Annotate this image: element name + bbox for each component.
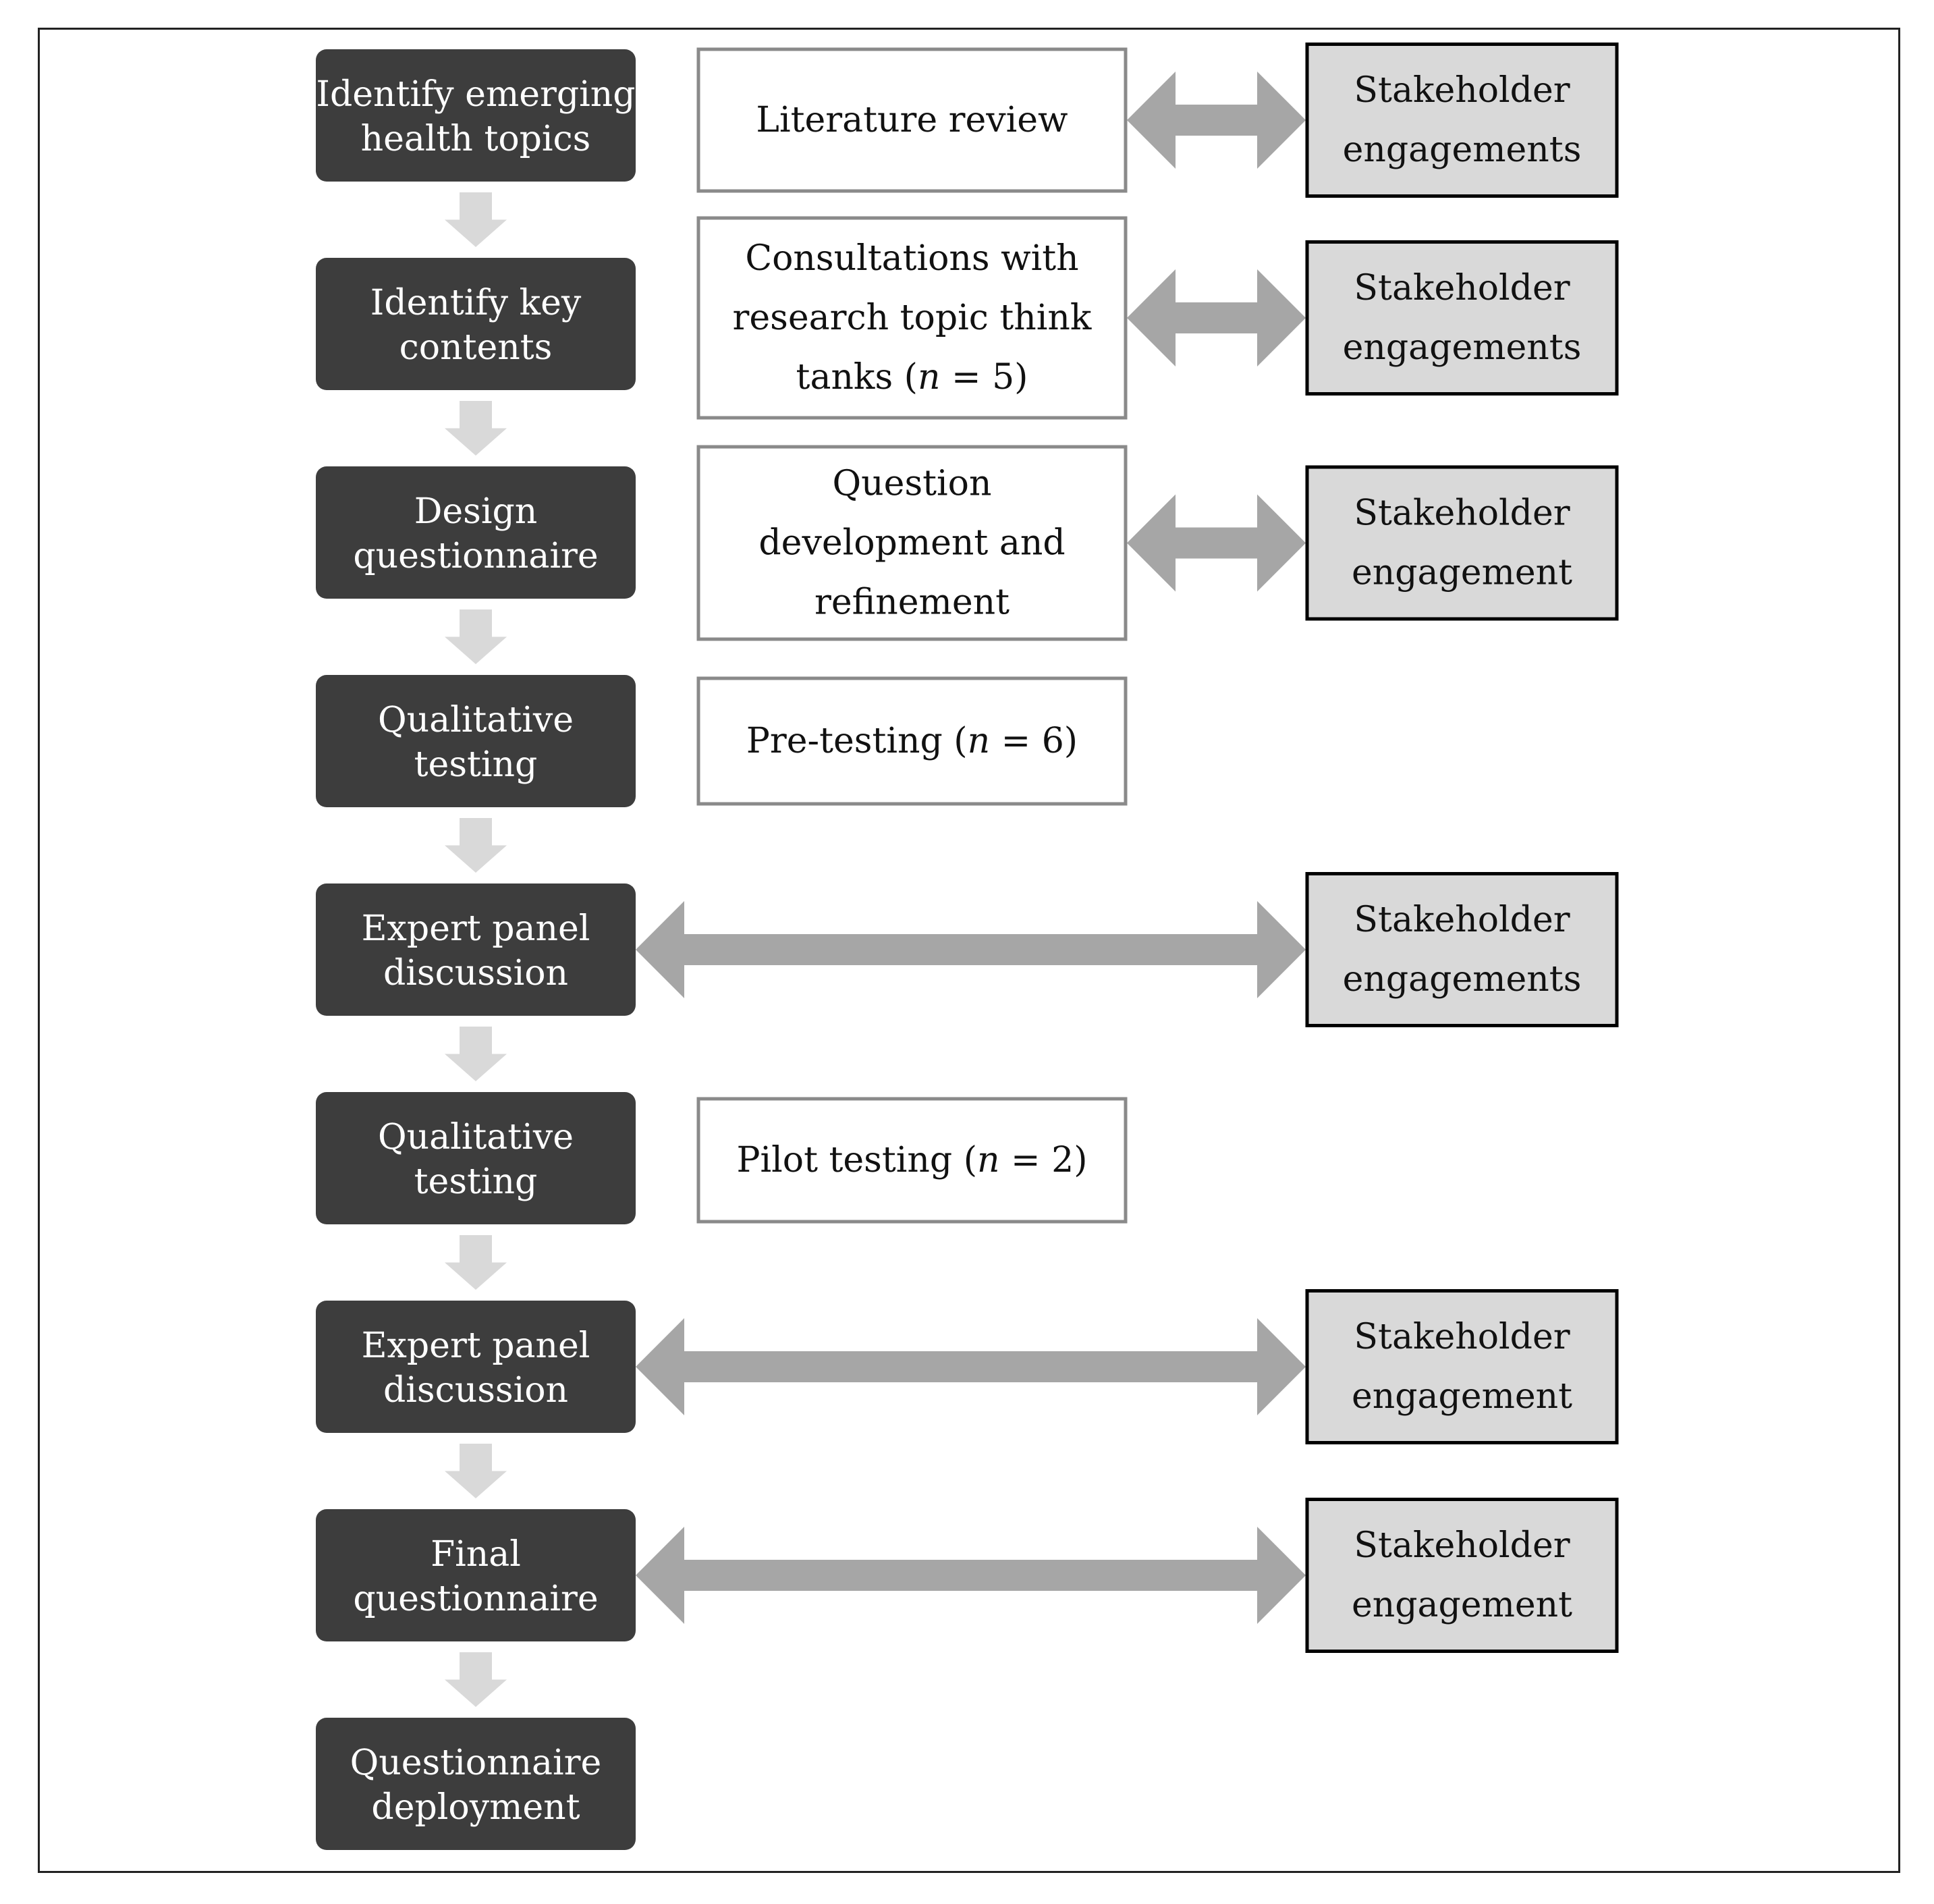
step-label: Identify emerging [316,74,635,115]
method-box: Literature review [696,47,1128,193]
method-box: Pre-testing (n = 6) [696,676,1128,806]
stakeholder-box: Stakeholder engagement [1305,465,1619,621]
stakeholder-label: engagement [1352,553,1572,593]
stakeholder-label: engagements [1343,327,1582,368]
stakeholder-label: Stakeholder [1354,1317,1570,1357]
method-label: Pilot testing (n = 2) [737,1140,1088,1180]
down-arrow [445,192,507,247]
step-box-shape [316,675,636,807]
method-label: Question [833,464,992,504]
step-label: testing [414,1162,538,1202]
step-box-shape [316,1301,636,1433]
method-label: refinement [814,582,1010,623]
down-arrow [445,1652,507,1707]
step-box-shape [316,258,636,390]
double-arrow [636,901,1306,998]
step-box-shape [316,1509,636,1641]
double-arrow [1127,494,1306,592]
step-box-shape [316,49,636,182]
step-label: Identify key [370,283,582,323]
step-label: Qualitative [378,700,574,740]
stakeholder-label: Stakeholder [1354,493,1570,534]
step-label: deployment [371,1787,580,1828]
step-label: Design [414,491,538,532]
method-label: research topic think [733,298,1092,338]
stakeholder-box-shape [1305,1289,1619,1444]
double-arrow [636,1318,1306,1415]
step-label: Questionnaire [350,1743,602,1783]
step-label: Qualitative [378,1117,574,1158]
method-box: Question development and refinement [696,445,1128,641]
stakeholder-box: Stakeholder engagement [1305,1498,1619,1653]
method-box-shape [696,676,1128,806]
double-arrow [1127,269,1306,366]
step-box-shape [316,1092,636,1224]
stakeholder-box: Stakeholder engagements [1305,43,1619,198]
step-box-shape [316,466,636,599]
method-box: Pilot testing (n = 2) [696,1097,1128,1224]
method-box-shape [696,1097,1128,1224]
stakeholder-box-shape [1305,465,1619,621]
method-label: tanks (n = 5) [796,357,1028,398]
stakeholder-label: engagement [1352,1376,1572,1417]
step-label: questionnaire [353,1579,598,1619]
double-arrow [1127,72,1306,169]
step-label: health topics [361,119,591,159]
stakeholder-label: Stakeholder [1354,1525,1570,1566]
step-label: Expert panel [362,908,590,949]
step-label: Expert panel [362,1326,590,1366]
down-arrow [445,609,507,664]
method-label: Literature review [756,100,1068,140]
stakeholder-box: Stakeholder engagements [1305,240,1619,396]
stakeholder-label: engagements [1343,130,1582,170]
method-label: development and [758,523,1065,564]
step-label: testing [414,744,538,785]
method-box-shape [696,445,1128,641]
method-box: Consultations with research topic think ta… [696,216,1128,420]
down-arrow [445,1235,507,1290]
stakeholder-label: Stakeholder [1354,268,1570,308]
stakeholder-box-shape [1305,43,1619,198]
step-label: discussion [383,1370,568,1411]
stakeholder-label: engagement [1352,1585,1572,1625]
down-arrow [445,818,507,873]
step-label: Final [431,1534,521,1575]
step-label: contents [399,327,553,368]
down-arrow [445,1444,507,1498]
stakeholder-label: engagements [1343,959,1582,1000]
method-box-shape [696,216,1128,420]
stakeholder-box: Stakeholder engagement [1305,1289,1619,1444]
step-label: questionnaire [353,536,598,576]
stakeholder-label: Stakeholder [1354,70,1570,111]
stakeholder-box-shape [1305,872,1619,1027]
down-arrow [445,401,507,456]
step-box-shape [316,883,636,1016]
step-label: discussion [383,953,568,994]
step-box-shape [316,1718,636,1850]
stakeholder-label: Stakeholder [1354,900,1570,940]
stakeholder-box: Stakeholder engagements [1305,872,1619,1027]
method-box-shape [696,47,1128,193]
method-label: Consultations with [745,238,1078,279]
double-arrow [636,1527,1306,1624]
down-arrow [445,1027,507,1081]
stakeholder-box-shape [1305,1498,1619,1653]
method-label: Pre-testing (n = 6) [746,721,1078,761]
stakeholder-box-shape [1305,240,1619,396]
